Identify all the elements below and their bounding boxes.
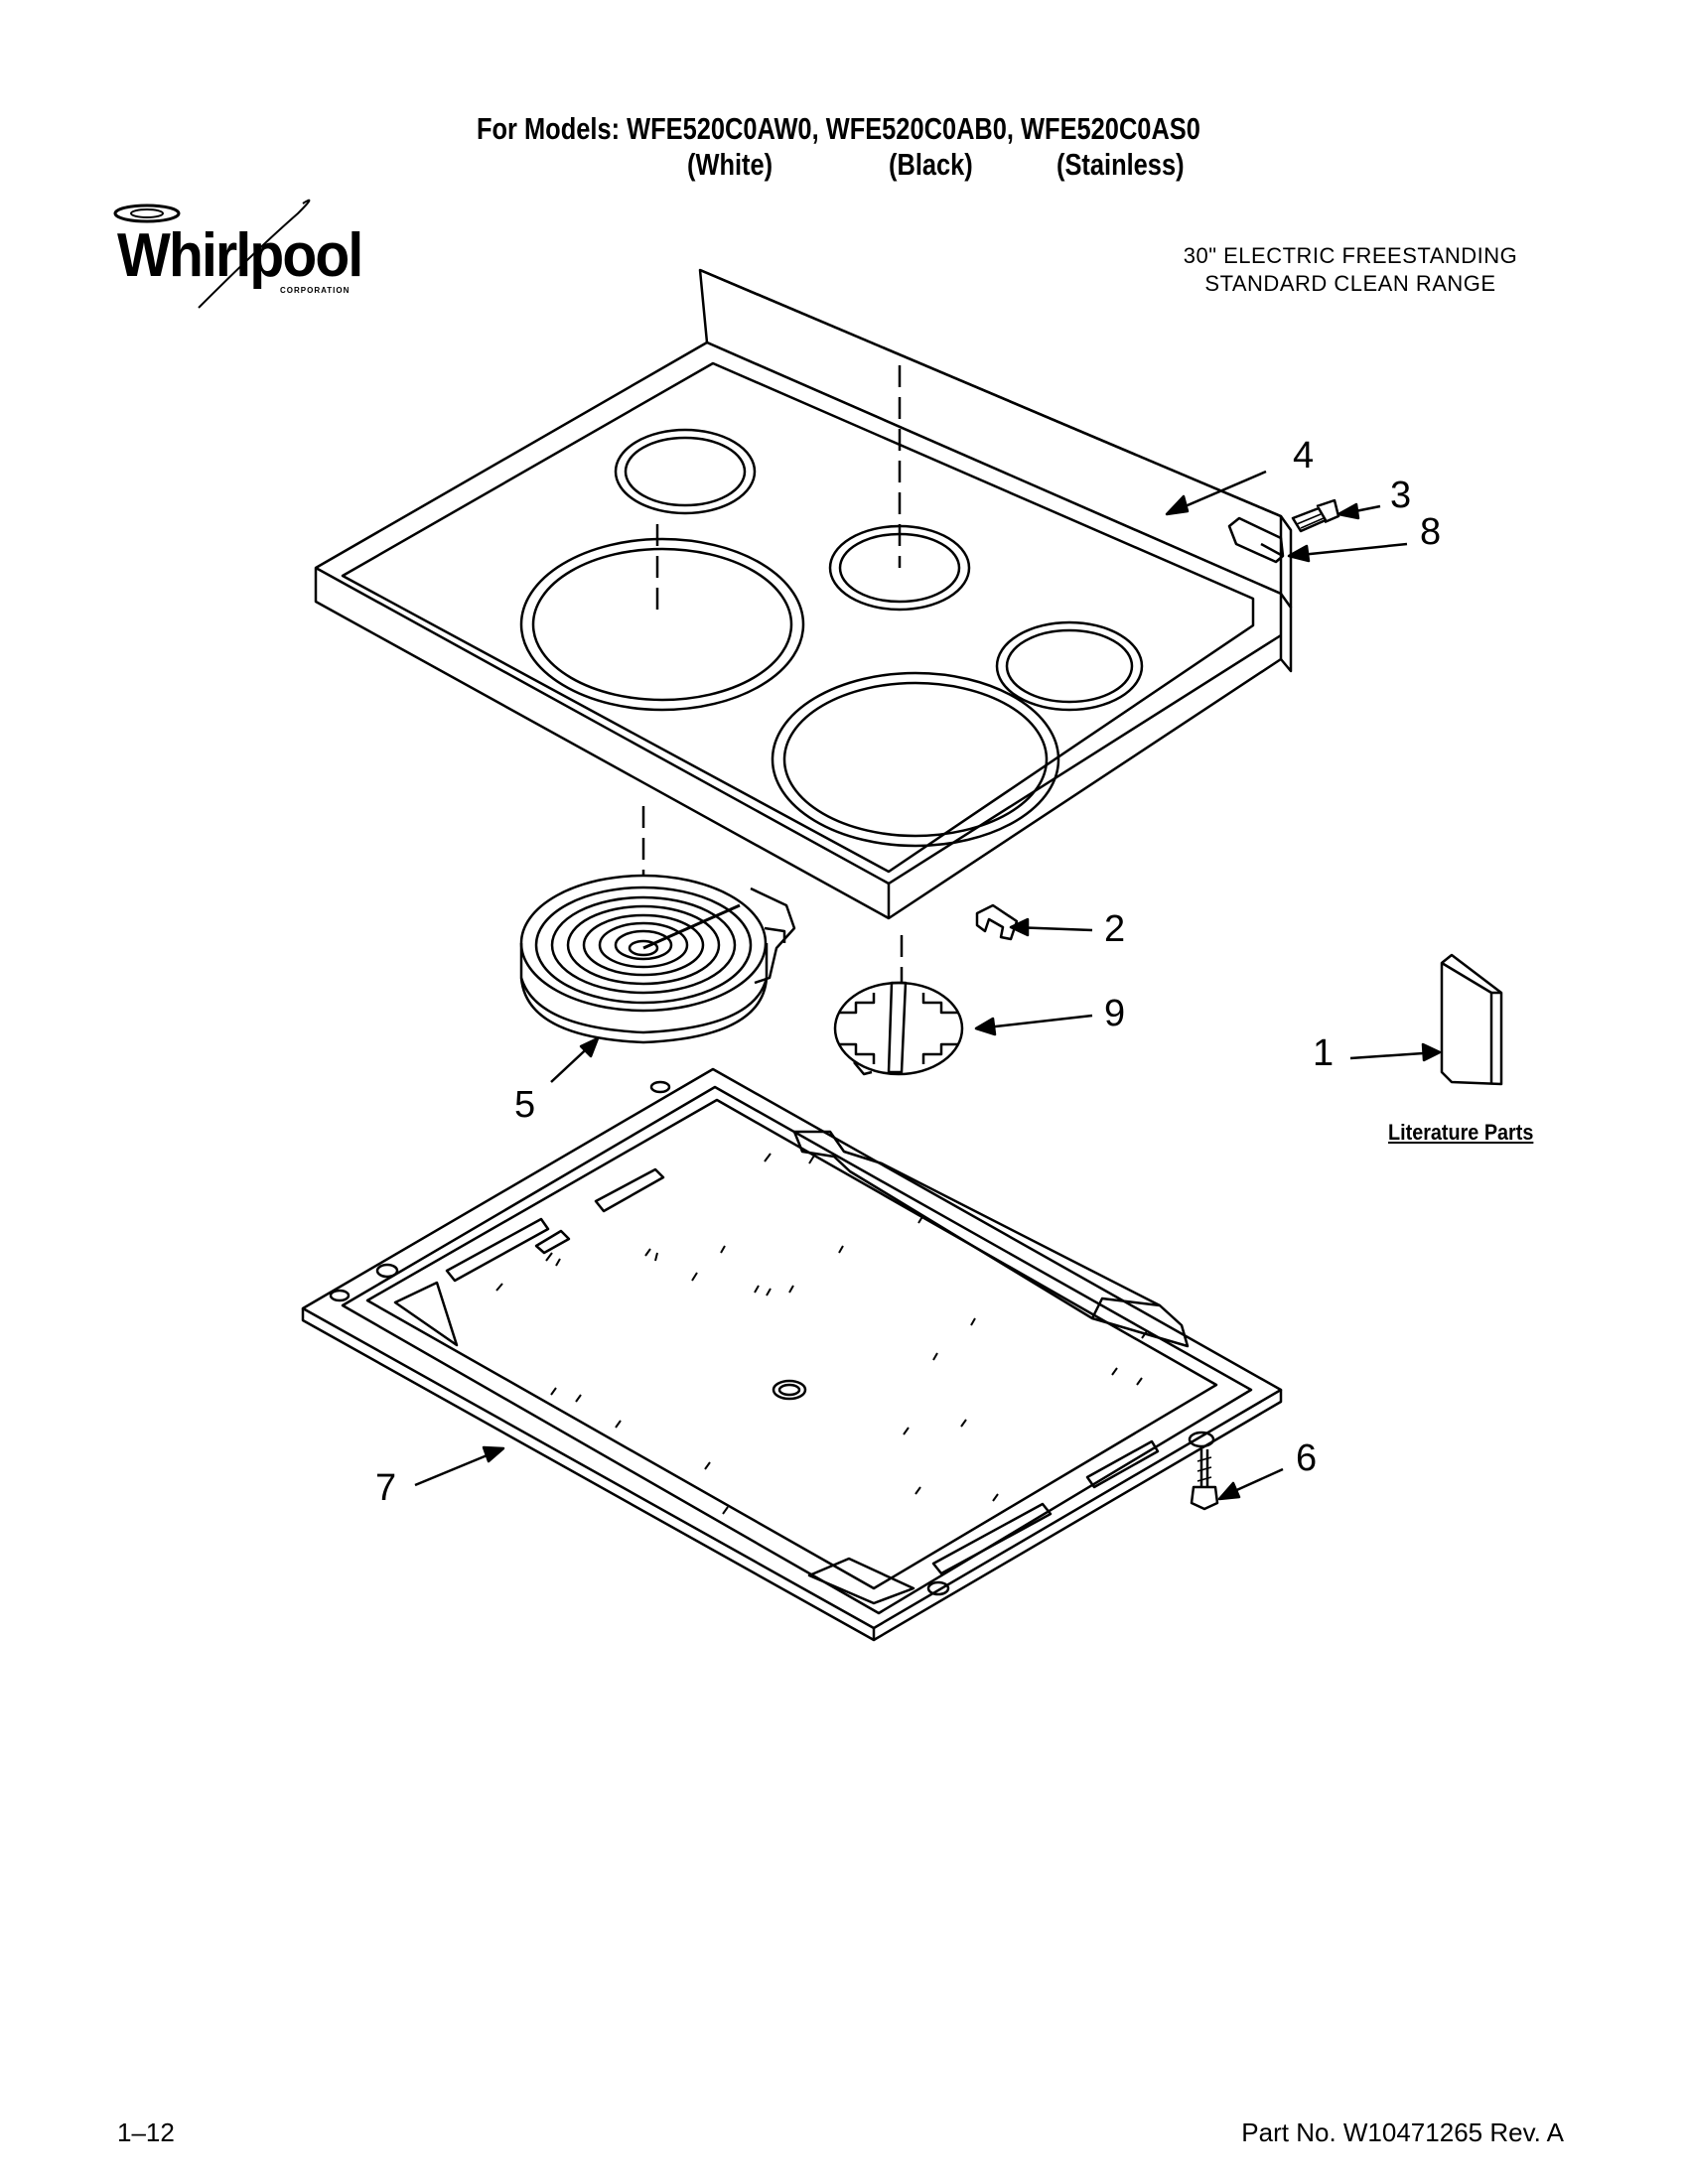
cooktop-main-top bbox=[314, 268, 1293, 920]
callout-1: 1 bbox=[1313, 1032, 1335, 1074]
brand-wordmark: Whirlpool bbox=[117, 221, 363, 290]
callout-9: 9 bbox=[1104, 993, 1126, 1034]
model-color-stainless: (Stainless) bbox=[1056, 147, 1185, 182]
model-color-white: (White) bbox=[687, 147, 774, 182]
callout-7: 7 bbox=[375, 1467, 397, 1509]
callout-5: 5 bbox=[514, 1084, 536, 1126]
part-2-clip bbox=[975, 903, 1019, 941]
part-3-screw bbox=[1291, 498, 1340, 533]
model-color-black: (Black) bbox=[889, 147, 973, 182]
logo-swirl-icon bbox=[113, 199, 311, 309]
models-title: For Models: WFE520C0AW0, WFE520C0AB0, WF… bbox=[477, 111, 1200, 146]
part-5-surface-element bbox=[519, 874, 796, 1044]
part-7-burner-box bbox=[301, 1067, 1283, 1642]
part-1-literature bbox=[1440, 953, 1503, 1086]
part-9-cover bbox=[833, 981, 964, 1076]
part-number: Part No. W10471265 Rev. A bbox=[1241, 2117, 1564, 2147]
page-number: 1–12 bbox=[117, 2117, 175, 2147]
part-8-bracket bbox=[1227, 516, 1285, 564]
callout-2: 2 bbox=[1104, 908, 1126, 950]
callout-4: 4 bbox=[1293, 435, 1315, 477]
callout-6: 6 bbox=[1296, 1437, 1318, 1479]
literature-parts-label: Literature Parts bbox=[1388, 1120, 1534, 1145]
part-6-screw bbox=[1190, 1449, 1219, 1511]
subtitle-line-1: 30" ELECTRIC FREESTANDING bbox=[1183, 243, 1518, 268]
subtitle-line-2: STANDARD CLEAN RANGE bbox=[1204, 271, 1496, 296]
callout-8: 8 bbox=[1420, 511, 1442, 553]
callout-3: 3 bbox=[1390, 475, 1412, 516]
brand-corporation: CORPORATION bbox=[280, 286, 351, 295]
